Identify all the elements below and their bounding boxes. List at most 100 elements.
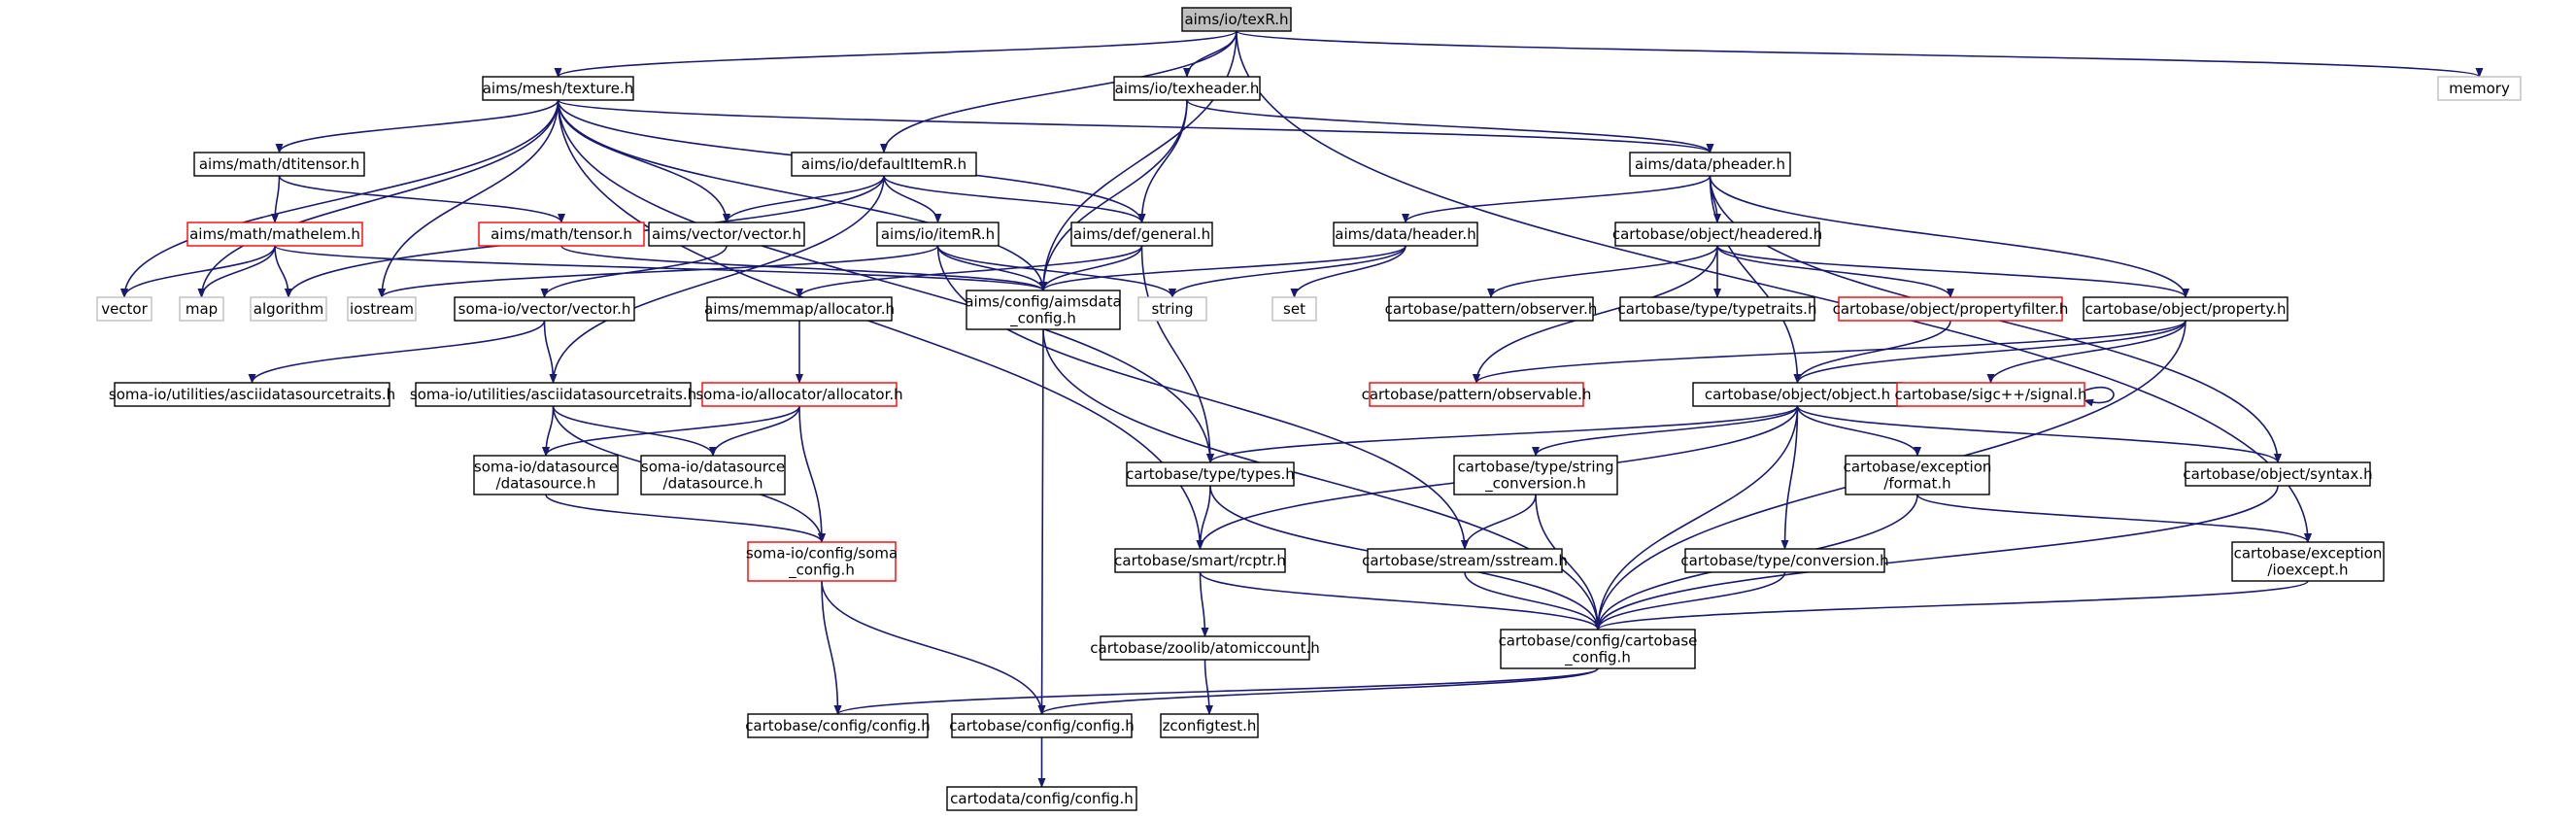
edge-texture-to-aimsvector: [557, 99, 730, 223]
edge-texture-to-map: [197, 99, 559, 298]
edge-property-to-observable: [1473, 320, 2186, 384]
edge-atomiccount-to-zconfigtest: [1203, 659, 1213, 715]
node-defaultItemR[interactable]: aims/io/defaultItemR.h: [791, 152, 977, 177]
node-label: cartobase/zoolib/atomiccount.h: [1090, 639, 1319, 657]
node-label: memory: [2449, 80, 2510, 97]
node-texture[interactable]: aims/mesh/texture.h: [482, 76, 634, 101]
node-header[interactable]: aims/data/header.h: [1333, 222, 1478, 247]
node-conversion[interactable]: cartobase/type/conversion.h: [1680, 548, 1889, 573]
edge-format-to-ioexcept: [1916, 494, 2312, 543]
node-observable[interactable]: cartobase/pattern/observable.h: [1362, 382, 1592, 407]
edge-itemR-to-iostream: [378, 245, 939, 298]
edge-somavector-to-utils_adst2: [543, 320, 558, 384]
node-datasource1[interactable]: soma-io/datasource/datasource.h: [473, 455, 619, 495]
node-box: [250, 296, 327, 322]
edge-utils_adst2-to-datasource1: [542, 405, 555, 457]
edge-texheader-to-general: [1137, 99, 1188, 223]
edge-headered-to-propertyfilter: [1716, 245, 1954, 298]
edge-aimsvector-to-somavector: [540, 245, 728, 298]
node-mathelem[interactable]: aims/math/mathelem.h: [186, 222, 363, 247]
node-box: [946, 786, 1137, 811]
node-typetraits[interactable]: cartobase/type/typetraits.h: [1618, 296, 1817, 322]
node-label: aims/math/tensor.h: [491, 225, 632, 243]
node-box: [706, 296, 893, 322]
node-aimsvector[interactable]: aims/vector/vector.h: [648, 222, 805, 247]
node-label: cartobase/type/typetraits.h: [1618, 300, 1817, 318]
node-box: [640, 455, 786, 495]
node-texR[interactable]: aims/io/texR.h: [1181, 7, 1292, 32]
node-observer[interactable]: cartobase/pattern/observer.h: [1385, 296, 1598, 322]
node-rcptr[interactable]: cartobase/smart/rcptr.h: [1114, 548, 1286, 573]
node-set: set: [1271, 296, 1317, 322]
node-headered[interactable]: cartobase/object/headered.h: [1612, 222, 1822, 247]
edge-soma_allocator-to-soma_config: [798, 405, 826, 543]
edge-pheader-to-property: [1709, 175, 2189, 298]
node-dtitensor[interactable]: aims/math/dtitensor.h: [193, 152, 365, 177]
node-sstream[interactable]: cartobase/stream/sstream.h: [1362, 548, 1568, 573]
edge-somavector-to-utils_adst1: [248, 320, 546, 384]
edge-texR-to-texture: [554, 30, 1237, 78]
edge-cartobase_config-to-config_b: [1037, 667, 1599, 715]
node-string-conversion[interactable]: cartobase/type/string_conversion.h: [1453, 455, 1618, 495]
edge-object-to-cartobase_config: [1594, 405, 1799, 631]
node-general[interactable]: aims/def/general.h: [1070, 222, 1213, 247]
edge-soma_allocator-to-datasource2: [709, 405, 800, 457]
edge-propertyfilter-to-object: [1793, 320, 1951, 384]
node-box: [1896, 382, 2085, 407]
node-zconfigtest[interactable]: zconfigtest.h: [1160, 713, 1259, 738]
node-box: [1126, 461, 1295, 487]
edge-texture-to-dtitensor: [275, 99, 559, 154]
node-label: /ioexcept.h: [2267, 562, 2348, 579]
node-utils-adst1[interactable]: soma-io/utilities/asciidatasourcetraits.…: [109, 382, 395, 407]
node-soma-allocator[interactable]: soma-io/allocator/allocator.h: [695, 382, 903, 407]
node-itemR[interactable]: aims/io/itemR.h: [876, 222, 1000, 247]
node-label: set: [1283, 300, 1305, 318]
node-cartodata-config[interactable]: cartodata/config/config.h: [946, 786, 1137, 811]
node-tensor[interactable]: aims/math/tensor.h: [478, 222, 645, 247]
edge-defaultItemR-to-aimsvector: [723, 175, 885, 223]
node-memmap-allocator[interactable]: aims/memmap/allocator.h: [704, 296, 895, 322]
node-atomiccount[interactable]: cartobase/zoolib/atomiccount.h: [1090, 635, 1320, 661]
node-format[interactable]: cartobase/exception/format.h: [1844, 455, 1992, 495]
node-texheader[interactable]: aims/io/texheader.h: [1113, 76, 1261, 101]
node-box: [2185, 461, 2371, 487]
node-config-b[interactable]: cartobase/config/config.h: [949, 713, 1135, 738]
node-utils-adst2[interactable]: soma-io/utilities/asciidatasourcetraits.…: [410, 382, 696, 407]
edge-object-to-string_conversion: [1532, 405, 1799, 457]
node-propertyfilter[interactable]: cartobase/object/propertyfilter.h: [1833, 296, 2069, 322]
node-types[interactable]: cartobase/type/types.h: [1126, 461, 1295, 487]
edge-property-to-object: [1793, 320, 2186, 384]
node-pheader[interactable]: aims/data/pheader.h: [1629, 152, 1791, 177]
node-vector: vector: [96, 296, 153, 322]
node-box: [747, 541, 897, 582]
node-label: cartobase/config/cartobase: [1499, 632, 1698, 650]
node-signal[interactable]: cartobase/sigc++/signal.h: [1894, 382, 2087, 407]
node-box: [415, 382, 692, 407]
node-label: _config.h: [1009, 310, 1076, 328]
node-label: cartobase/type/conversion.h: [1680, 552, 1888, 569]
node-somavector[interactable]: soma-io/vector/vector.h: [454, 296, 635, 322]
node-label: aims/io/itemR.h: [881, 225, 995, 243]
node-label: soma-io/config/soma: [746, 545, 898, 563]
edge-texture-to-pheader: [557, 99, 1714, 154]
node-config-a[interactable]: cartobase/config/config.h: [745, 713, 931, 738]
node-label: cartobase/object/syntax.h: [2183, 465, 2372, 483]
node-syntax[interactable]: cartobase/object/syntax.h: [2183, 461, 2373, 487]
node-box: [1369, 382, 1584, 407]
node-box: [1845, 455, 1990, 495]
edge-mathelem-to-map: [197, 245, 276, 298]
node-box: [791, 152, 977, 177]
node-aimsdata-config[interactable]: aims/config/aimsdata_config.h: [965, 290, 1122, 330]
node-box: [482, 76, 634, 101]
edge-mathelem-to-vector: [120, 245, 276, 298]
node-ioexcept[interactable]: cartobase/exception/ioexcept.h: [2231, 541, 2385, 582]
edge-utils_adst2-to-datasource2: [552, 405, 717, 457]
node-property[interactable]: cartobase/object/property.h: [2083, 296, 2288, 322]
node-datasource2[interactable]: soma-io/datasource/datasource.h: [640, 455, 786, 495]
node-label: aims/mesh/texture.h: [483, 80, 634, 97]
node-cartobase-config[interactable]: cartobase/config/cartobase_config.h: [1499, 629, 1698, 669]
node-object[interactable]: cartobase/object/object.h: [1692, 382, 1903, 407]
node-label: /datasource.h: [496, 475, 596, 493]
node-soma-config[interactable]: soma-io/config/soma_config.h: [746, 541, 898, 582]
edge-pheader-to-object: [1709, 175, 1802, 384]
